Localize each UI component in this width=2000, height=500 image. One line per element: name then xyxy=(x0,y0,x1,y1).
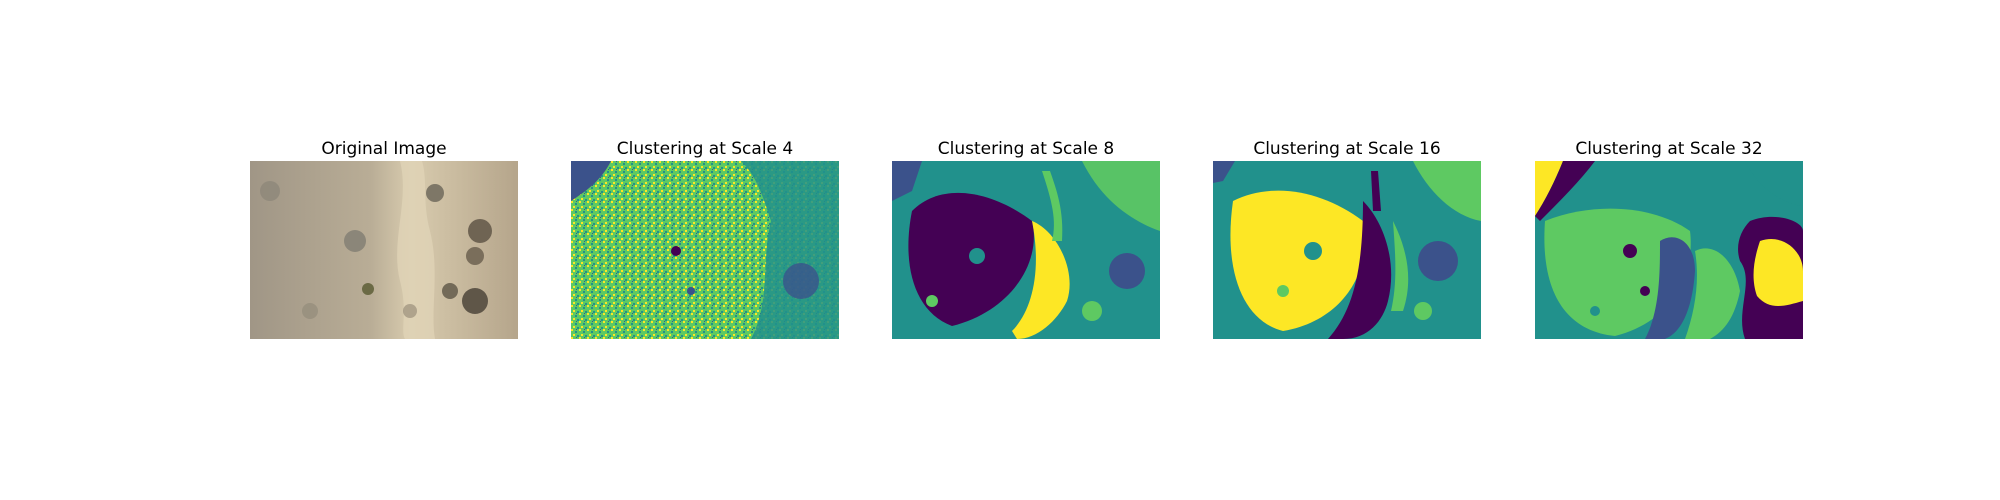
panel-title: Clustering at Scale 4 xyxy=(616,139,794,159)
cluster-map-scale-16 xyxy=(1213,161,1481,339)
panel-scale-16: Clustering at Scale 16 xyxy=(1213,137,1481,339)
cluster-map-scale-32 xyxy=(1535,161,1803,339)
cluster-map-scale-4 xyxy=(571,161,839,339)
panel-title: Clustering at Scale 16 xyxy=(1253,139,1441,159)
panel-title: Original Image xyxy=(321,139,447,159)
original-image xyxy=(250,161,518,339)
cluster-map-scale-8 xyxy=(892,161,1160,339)
panel-title: Clustering at Scale 32 xyxy=(1575,139,1763,159)
panel-title: Clustering at Scale 8 xyxy=(937,139,1115,159)
panel-scale-4: Clustering at Scale 4 xyxy=(571,137,839,339)
panel-scale-8: Clustering at Scale 8 xyxy=(892,137,1160,339)
panel-scale-32: Clustering at Scale 32 xyxy=(1535,137,1803,339)
panel-original: Original Image xyxy=(250,137,518,339)
